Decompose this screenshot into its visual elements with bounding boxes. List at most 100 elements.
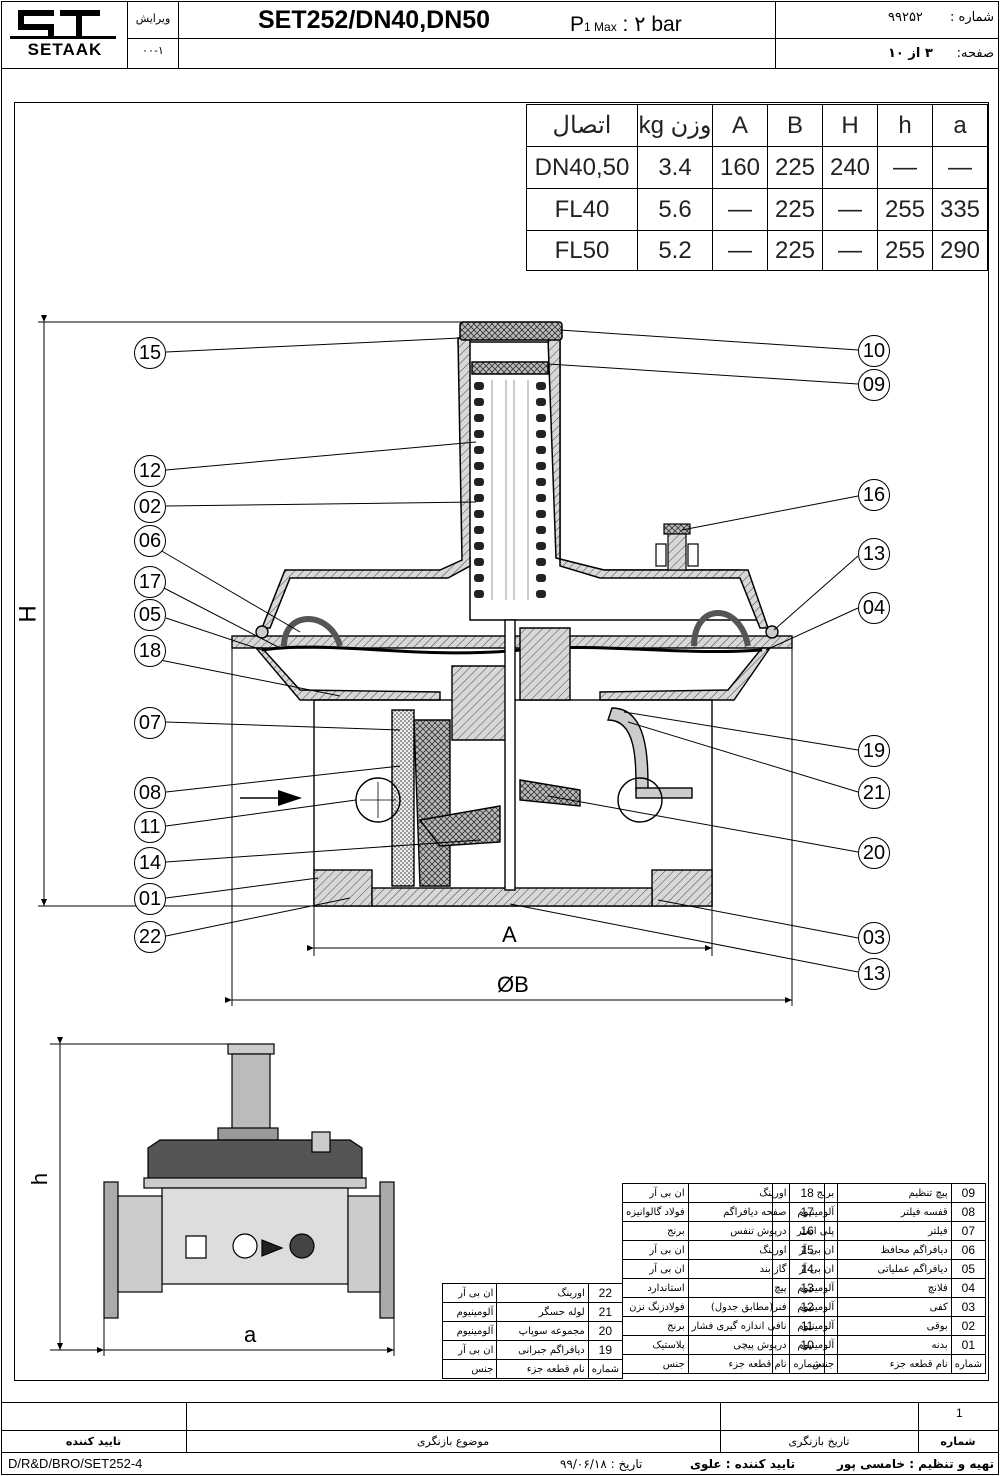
callout-10: 10: [858, 335, 890, 367]
part-number: 22: [587, 1283, 624, 1303]
setaak-logo: SETAAK: [8, 6, 122, 62]
pressure-subscript: 1 Max: [584, 20, 617, 34]
footer-col-approver: تایید کننده: [65, 1435, 122, 1448]
part-name: فیلتر: [837, 1221, 952, 1241]
callout-20: 20: [858, 837, 890, 869]
part-name: بوقی: [837, 1316, 952, 1336]
callout-13b: 13: [858, 958, 890, 990]
part-name: دیافراگم محافظ: [837, 1240, 952, 1260]
callout-03: 03: [858, 922, 890, 954]
part-number: 15: [789, 1240, 825, 1260]
header-rev-line: [127, 38, 178, 39]
part-name: گاز بند: [687, 1259, 791, 1279]
part-name: پیچ: [687, 1278, 791, 1298]
logo-text: SETAAK: [27, 40, 103, 59]
part-name: بدنه: [837, 1335, 952, 1355]
dimension-row: FL40 5.6 — 225 — 255 335: [526, 188, 988, 231]
footer-date: تاریخ : ۹۹/۰۶/۱۸: [560, 1457, 643, 1471]
dim-cell: 255: [877, 188, 933, 231]
part-number: 04: [950, 1278, 987, 1298]
drawing-frame: [14, 102, 989, 1381]
header-bottom-line: [1, 68, 999, 69]
part-name: دیافراگم عملیاتی: [837, 1259, 952, 1279]
part-number: 19: [587, 1340, 624, 1360]
header-vline-3: [775, 1, 776, 68]
part-number: 05: [950, 1259, 987, 1279]
callout-08: 08: [134, 777, 166, 809]
callout-06: 06: [134, 525, 166, 557]
part-name: مجموعه سوپاپ: [496, 1321, 589, 1341]
part-number: 11: [789, 1316, 825, 1336]
spring-guide-lines: [491, 380, 529, 600]
part-number: 07: [950, 1221, 987, 1241]
parts-header-name: نام قطعه جزء: [837, 1354, 952, 1374]
callout-01: 01: [134, 883, 166, 915]
part-number: 01: [950, 1335, 987, 1355]
part-name: اورینگ: [496, 1283, 589, 1303]
callout-17: 17: [134, 566, 166, 598]
part-name: کفی: [837, 1297, 952, 1317]
dimension-h-small: [50, 1037, 232, 1351]
dim-cell: 335: [932, 188, 988, 231]
part-material: ان بی آر: [622, 1259, 689, 1279]
part-number: 16: [789, 1221, 825, 1241]
dim-cell: 225: [767, 230, 823, 271]
dim-label-a-small: a: [244, 1322, 257, 1347]
callout-14: 14: [134, 847, 166, 879]
valve-body: [313, 619, 713, 907]
part-name: لوله حسگر: [496, 1302, 589, 1322]
dim-cell: 160: [712, 146, 768, 189]
dimension-row: DN40,50 3.4 160 225 240 — —: [526, 146, 988, 189]
footer-vline-2: [720, 1402, 721, 1452]
footer-line-1: [1, 1402, 999, 1403]
part-number: 18: [789, 1183, 825, 1203]
revision-label: ویرایش: [135, 12, 171, 25]
dim-label-h: H: [14, 605, 42, 623]
callout-19: 19: [858, 735, 890, 767]
parts-header-num: شماره: [587, 1359, 624, 1379]
footer-vline-3: [918, 1402, 919, 1452]
part-name: قفسه فیلتر: [837, 1202, 952, 1222]
part-number: 12: [789, 1297, 825, 1317]
callout-12: 12: [134, 455, 166, 487]
parts-header-num: شماره: [789, 1354, 825, 1374]
part-material: فولادزنگ نزن: [622, 1297, 689, 1317]
dim-cell: 240: [822, 146, 878, 189]
part-name: صفحه دیافراگم: [687, 1202, 791, 1222]
dim-cell: DN40,50: [526, 146, 638, 189]
part-material: ان بی آر: [622, 1240, 689, 1260]
dim-cell: 5.6: [637, 188, 713, 231]
dim-cell: 255: [877, 230, 933, 271]
dimension-a: [307, 906, 713, 956]
part-name: درپوش تنفس: [687, 1221, 791, 1241]
pressure-value: : ۲ bar: [622, 13, 682, 36]
number-label: شماره :: [950, 10, 994, 25]
dim-header-connection: اتصال: [526, 104, 638, 147]
dim-cell: —: [932, 146, 988, 189]
breather-cap: [655, 523, 699, 571]
elevation-view: [103, 1043, 395, 1319]
dim-cell: 225: [767, 188, 823, 231]
callout-16: 16: [858, 479, 890, 511]
callout-02: 02: [134, 491, 166, 523]
spring-coils: [474, 382, 546, 598]
part-material: فولاد گالوانیزه: [622, 1202, 689, 1222]
flow-direction-arrow: [240, 790, 302, 806]
callout-04: 04: [858, 592, 890, 624]
spring-bonnet: [260, 321, 770, 629]
callout-05: 05: [134, 599, 166, 631]
part-number: 21: [587, 1302, 624, 1322]
callout-11: 11: [134, 811, 166, 843]
document-title: SET252/DN40,DN50: [258, 6, 491, 34]
callout-22: 22: [134, 921, 166, 953]
